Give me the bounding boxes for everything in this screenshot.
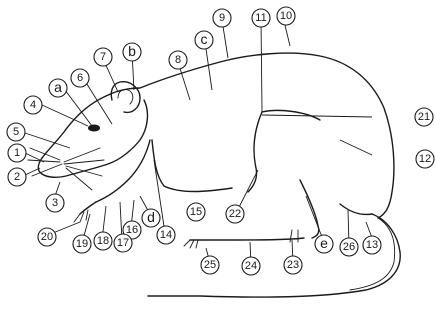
- label-26: 26: [340, 238, 358, 256]
- svg-text:1: 1: [14, 147, 20, 159]
- label-18: 18: [94, 232, 112, 250]
- label-14: 14: [157, 226, 175, 244]
- svg-text:20: 20: [41, 231, 53, 243]
- label-a: a: [49, 79, 67, 97]
- label-b: b: [123, 43, 141, 61]
- label-25: 25: [201, 256, 219, 274]
- svg-text:11: 11: [255, 12, 266, 24]
- svg-text:9: 9: [219, 12, 225, 24]
- label-12: 12: [416, 150, 434, 168]
- label-13: 13: [363, 236, 381, 254]
- front-leg-outline: [96, 140, 150, 202]
- label-1: 1: [8, 144, 26, 162]
- svg-text:16: 16: [126, 224, 138, 236]
- tail-outline: [148, 214, 400, 297]
- svg-text:3: 3: [52, 197, 58, 209]
- label-11: 11: [252, 9, 270, 27]
- hind-foot-outline: [190, 238, 304, 240]
- svg-text:8: 8: [175, 54, 181, 66]
- svg-text:12: 12: [419, 153, 431, 165]
- label-22: 22: [226, 205, 244, 223]
- svg-text:a: a: [54, 79, 62, 95]
- svg-text:15: 15: [190, 206, 202, 218]
- svg-text:21: 21: [418, 111, 430, 123]
- svg-text:5: 5: [13, 126, 19, 138]
- label-21: 21: [415, 108, 433, 126]
- svg-text:23: 23: [287, 259, 299, 271]
- svg-text:18: 18: [97, 235, 109, 247]
- eye: [88, 125, 100, 132]
- svg-text:7: 7: [100, 51, 106, 63]
- label-e: e: [315, 235, 333, 253]
- svg-text:b: b: [128, 43, 136, 59]
- label-3: 3: [46, 194, 64, 212]
- label-2: 2: [8, 168, 26, 186]
- label-17: 17: [114, 234, 132, 252]
- svg-text:6: 6: [77, 72, 83, 84]
- hind-leg-outline: [300, 180, 319, 238]
- ear-inner: [118, 89, 133, 104]
- svg-text:19: 19: [76, 238, 88, 250]
- label-19: 19: [73, 235, 91, 253]
- svg-text:d: d: [147, 209, 155, 225]
- label-6: 6: [71, 69, 89, 87]
- svg-text:24: 24: [245, 260, 257, 272]
- svg-text:13: 13: [366, 239, 378, 251]
- thigh-outline: [248, 112, 262, 192]
- label-15: 15: [187, 203, 205, 221]
- label-9: 9: [213, 9, 231, 27]
- label-7: 7: [94, 48, 112, 66]
- svg-text:e: e: [320, 235, 328, 251]
- label-10: 10: [277, 7, 295, 25]
- back-outline: [42, 53, 394, 218]
- label-8: 8: [169, 51, 187, 69]
- leader-lines: [25, 17, 374, 264]
- svg-text:25: 25: [204, 259, 216, 271]
- svg-text:10: 10: [280, 10, 292, 22]
- number-labels: 1 2 3 4 5 6 7 8 9 10 11 12 13 14 15 16 1…: [7, 7, 434, 275]
- label-23: 23: [284, 256, 302, 274]
- label-c: c: [195, 31, 213, 49]
- label-5: 5: [7, 123, 25, 141]
- label-20: 20: [38, 228, 56, 246]
- rump-outline: [340, 204, 372, 215]
- svg-text:17: 17: [117, 237, 129, 249]
- svg-text:c: c: [201, 31, 208, 47]
- label-d: d: [142, 209, 160, 227]
- belly-outline: [152, 140, 232, 192]
- label-4: 4: [24, 96, 42, 114]
- label-24: 24: [242, 257, 260, 275]
- svg-text:2: 2: [14, 171, 20, 183]
- svg-text:14: 14: [160, 229, 172, 241]
- svg-text:26: 26: [343, 241, 355, 253]
- svg-text:4: 4: [30, 99, 36, 111]
- svg-text:22: 22: [229, 208, 241, 220]
